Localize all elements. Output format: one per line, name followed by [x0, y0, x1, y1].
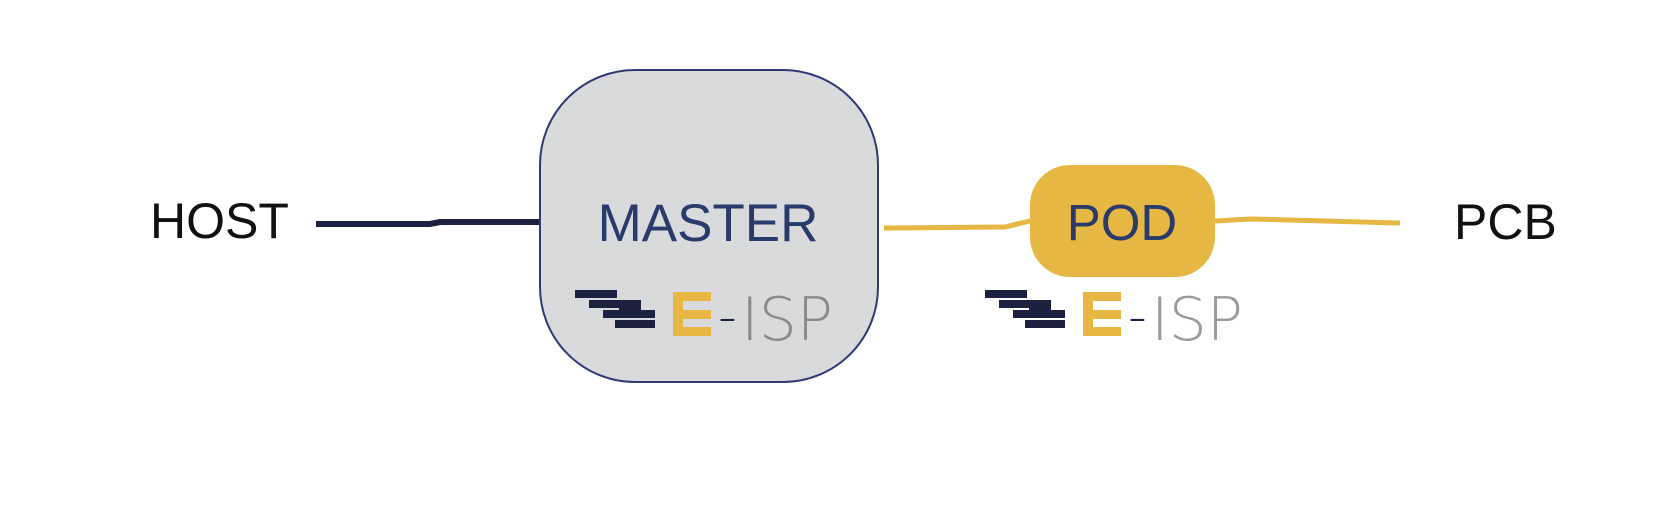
pod-label: POD [1067, 194, 1178, 251]
pod-pcb-connector [1214, 216, 1401, 226]
master-label: MASTER [598, 194, 819, 253]
logo-isp-text: ISP [1151, 285, 1243, 355]
pod-node: POD [1030, 165, 1215, 277]
logo-e-icon [1083, 292, 1121, 336]
pcb-label: PCB [1454, 194, 1557, 250]
logo-dash: - [718, 287, 737, 347]
host-master-connector [316, 219, 540, 227]
logo-stripes-icon [985, 290, 1065, 328]
master-pod-connector [883, 218, 1040, 231]
pod-e-isp-logo: - ISP [985, 285, 1243, 355]
master-node: MASTER - ISP [539, 69, 879, 383]
pod-box [1030, 165, 1215, 277]
logo-stripes-icon [575, 290, 655, 328]
logo-isp-text: ISP [741, 285, 833, 355]
logo-e-icon [673, 292, 711, 336]
e-isp-logo: - ISP [575, 285, 833, 355]
host-label: HOST [150, 193, 289, 249]
logo-dash: - [1128, 287, 1147, 347]
